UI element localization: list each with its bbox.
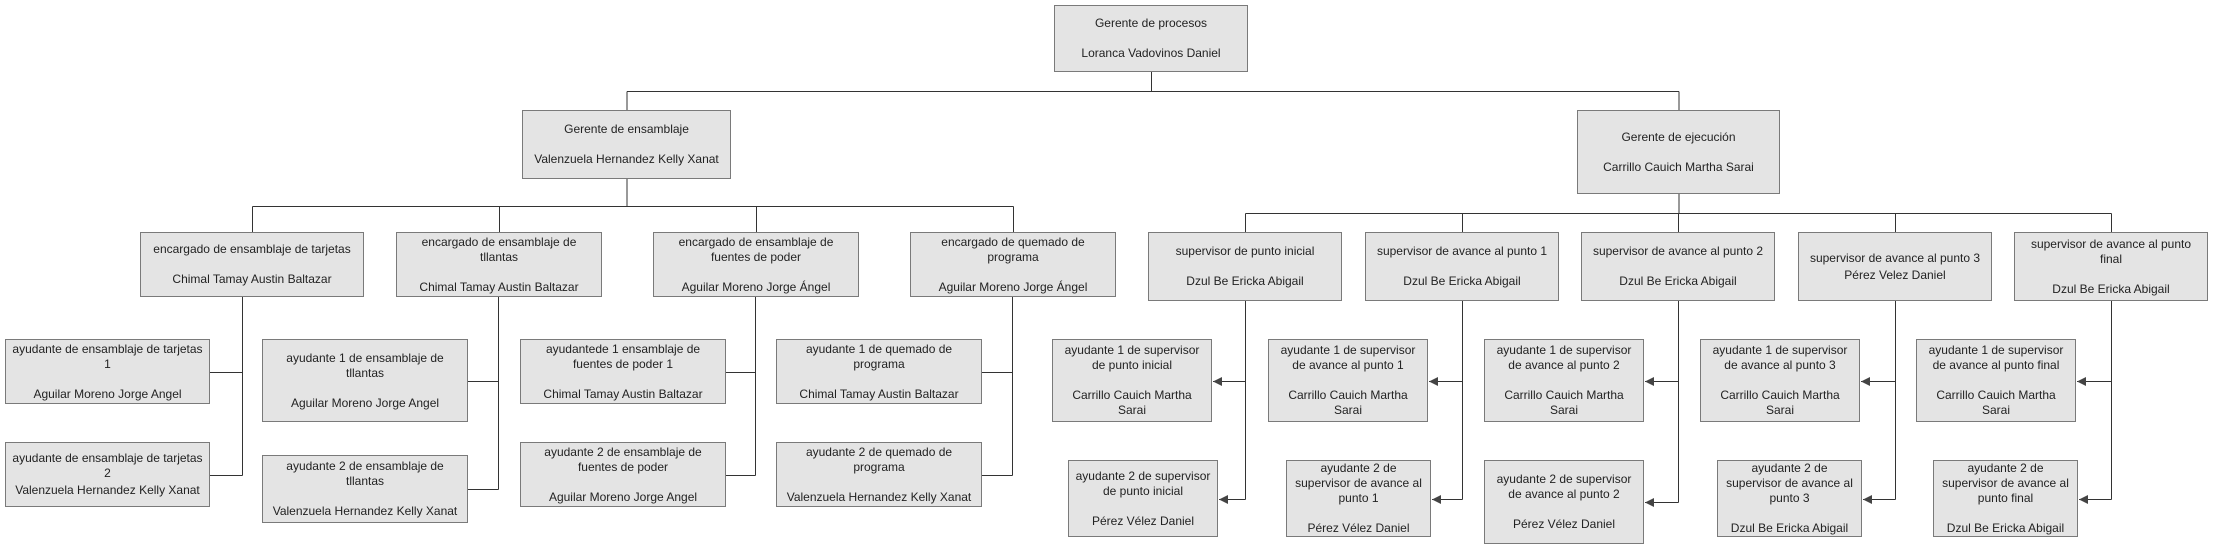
org-node: supervisor de avance al punto 1 Dzul Be E… [1365, 232, 1559, 301]
node-title: encargado de ensamblaje de fuentes de po… [678, 234, 834, 264]
node-name: Chimal Tamay Austin Baltazar [172, 272, 332, 286]
node-name: Valenzuela Hernandez Kelly Xanat [786, 489, 972, 504]
node-name: Chimal Tamay Austin Baltazar [543, 386, 703, 401]
node-title: ayudante 1 de supervisor de punto inicia… [1064, 343, 1200, 372]
node-name: Chimal Tamay Austin Baltazar [419, 279, 579, 294]
node-title: Gerente de ensamblaje [564, 122, 689, 136]
org-node: supervisor de avance al punto 2 Dzul Be E… [1581, 232, 1775, 301]
node-title: ayudante 1 de supervisor de avance al pu… [1496, 343, 1632, 372]
org-node: ayudante de ensamblaje de tarjetas 2 Vale… [5, 442, 210, 507]
org-node: supervisor de avance al punto 3 Pérez Vel… [1798, 232, 1992, 301]
node-name: Carrillo Cauich Martha Sarai [1072, 388, 1192, 417]
org-node: ayudante 2 de ensamblaje de fuentes de p… [520, 442, 726, 507]
node-name: Valenzuela Hernandez Kelly Xanat [534, 152, 719, 166]
node-name: Chimal Tamay Austin Baltazar [799, 386, 959, 401]
org-node: ayudante 2 de supervisor de avance al pu… [1484, 460, 1644, 544]
node-name: Pérez Vélez Daniel [1307, 521, 1410, 535]
node-name: Aguilar Moreno Jorge Angel [290, 395, 440, 410]
org-node: ayudante 2 de supervisor de avance al pu… [1933, 460, 2078, 537]
node-name: Dzul Be Ericka Abigail [1186, 274, 1304, 288]
node-name: Carrillo Cauich Martha Sarai [1936, 388, 2056, 417]
node-title: ayudante de ensamblaje de tarjetas 2 [12, 451, 203, 480]
node-title: ayudante 1 de supervisor de avance al pu… [1712, 343, 1848, 372]
node-title: encargado de ensamblaje de tarjetas [153, 242, 351, 256]
node-title: supervisor de avance al punto 3 [1809, 250, 1981, 265]
node-title: ayudante de ensamblaje de tarjetas 1 [12, 341, 203, 371]
node-title: ayudantede 1 ensamblaje de fuentes de po… [545, 341, 701, 371]
node-title: encargado de quemado de programa [941, 234, 1085, 264]
node-title: ayudante 2 de supervisor de avance al pu… [1726, 461, 1853, 505]
org-node: ayudante 1 de supervisor de avance al pu… [1916, 339, 2076, 422]
org-node: encargado de ensamblaje de fuentes de po… [653, 232, 859, 297]
node-name: Valenzuela Hernandez Kelly Xanat [272, 504, 458, 518]
node-title: ayudante 2 de ensamblaje de fuentes de p… [544, 444, 702, 474]
node-title: ayudante 1 de ensamblaje de tllantas [286, 350, 444, 380]
node-name: Pérez Vélez Daniel [1512, 517, 1616, 531]
node-name: Carrillo Cauich Martha Sarai [1288, 388, 1408, 417]
node-title: ayudante 1 de supervisor de avance al pu… [1928, 343, 2064, 372]
org-node: ayudante 2 de supervisor de avance al pu… [1286, 460, 1431, 537]
node-name: Valenzuela Hernandez Kelly Xanat [15, 483, 200, 497]
node-name: Loranca Vadovinos Daniel [1081, 46, 1221, 60]
node-title: ayudante 2 de supervisor de avance al pu… [1295, 461, 1422, 505]
node-name: Dzul Be Ericka Abigail [1619, 274, 1737, 288]
node-name: Carrillo Cauich Martha Sarai [1504, 388, 1624, 417]
node-name: Pérez Vélez Daniel [1091, 513, 1195, 528]
node-title: ayudante 2 de supervisor de punto inicia… [1075, 468, 1211, 498]
org-node: ayudantede 1 ensamblaje de fuentes de po… [520, 339, 726, 404]
node-name: Aguilar Moreno Jorge Ángel [938, 279, 1088, 294]
node-name: Aguilar Moreno Jorge Angel [548, 489, 698, 504]
node-title: ayudante 1 de supervisor de avance al pu… [1280, 343, 1416, 372]
node-title: ayudante 2 de ensamblaje de tllantas [286, 459, 444, 488]
org-node: ayudante 1 de supervisor de avance al pu… [1268, 339, 1428, 422]
node-name: Aguilar Moreno Jorge Angel [33, 386, 182, 401]
node-title: supervisor de punto inicial [1175, 244, 1315, 258]
org-node: ayudante 2 de supervisor de avance al pu… [1717, 460, 1862, 537]
node-name: Dzul Be Ericka Abigail [1946, 521, 2065, 535]
node-name: Carrillo Cauich Martha Sarai [1603, 159, 1754, 174]
node-name: Carrillo Cauich Martha Sarai [1720, 388, 1840, 417]
node-title: supervisor de avance al punto 2 [1592, 244, 1764, 258]
node-title: ayudante 2 de supervisor de avance al pu… [1942, 461, 2069, 505]
node-title: Gerente de ejecución [1621, 129, 1736, 144]
node-name: Pérez Velez Daniel [1844, 267, 1946, 282]
node-title: supervisor de avance al punto final [2030, 236, 2192, 266]
node-title: ayudante 2 de supervisor de avance al pu… [1496, 472, 1632, 501]
node-title: supervisor de avance al punto 1 [1376, 244, 1548, 258]
node-name: Dzul Be Ericka Abigail [1403, 274, 1521, 288]
node-title: ayudante 1 de quemado de programa [805, 341, 953, 371]
node-name: Dzul Be Ericka Abigail [2052, 281, 2170, 296]
node-name: Aguilar Moreno Jorge Ángel [681, 279, 831, 294]
org-node: ayudante 1 de supervisor de avance al pu… [1700, 339, 1860, 422]
org-node: ayudante 1 de supervisor de avance al pu… [1484, 339, 1644, 422]
node-title: encargado de ensamblaje de tllantas [421, 234, 577, 264]
org-node: ayudante 2 de supervisor de punto inicia… [1068, 460, 1218, 537]
org-node: ayudante de ensamblaje de tarjetas 1 Agui… [5, 339, 210, 404]
node-name: Dzul Be Ericka Abigail [1730, 521, 1849, 535]
org-node: ayudante 1 de supervisor de punto inicia… [1052, 339, 1212, 422]
node-title: Gerente de procesos [1094, 16, 1208, 30]
node-title: ayudante 2 de quemado de programa [805, 444, 953, 474]
